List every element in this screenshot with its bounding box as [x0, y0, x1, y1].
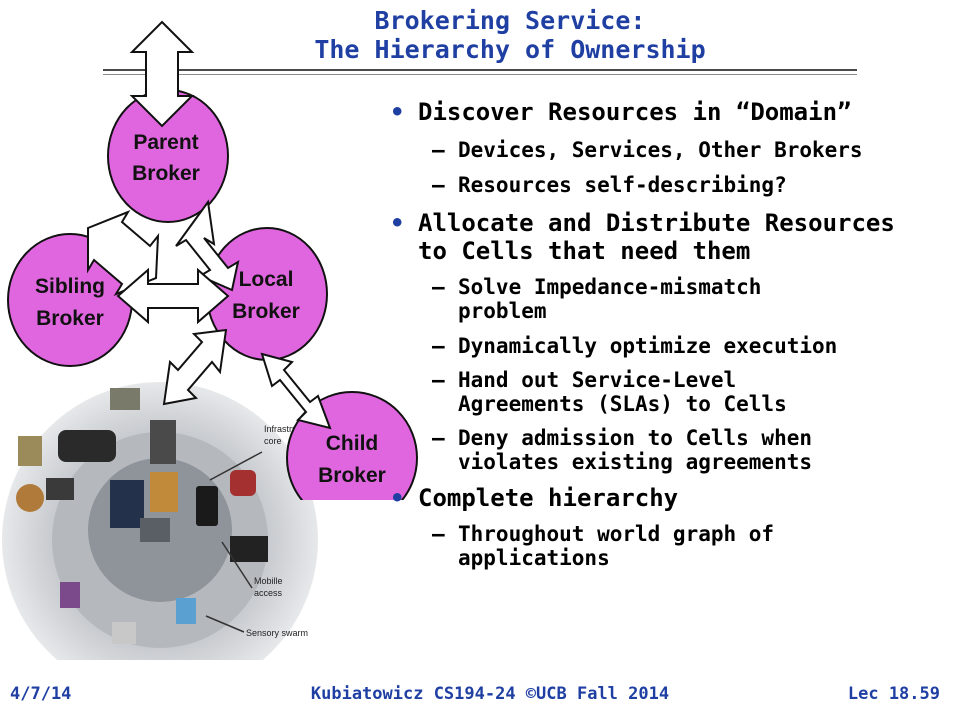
sub-bullet: – Deny admission to Cells when violates … — [432, 426, 813, 474]
footer-date: 4/7/14 — [10, 684, 72, 704]
server-device — [110, 480, 144, 528]
local-label-2: Broker — [232, 300, 300, 323]
footer-course: Kubiatowicz CS194-24 ©UCB Fall 2014 — [310, 684, 670, 704]
photo-label-access: access — [254, 588, 283, 598]
camera-device — [230, 470, 256, 496]
sub-bullet: – Solve Impedance-mismatch problem — [432, 275, 762, 323]
sub-bullet: –Devices, Services, Other Brokers — [432, 138, 863, 162]
bullet-1-text: Discover Resources in “Domain” — [418, 98, 852, 126]
parent-local-arrow — [175, 199, 240, 292]
title-rule — [103, 69, 857, 71]
slide-title: Brokering Service: The Hierarchy of Owne… — [210, 6, 810, 64]
phone-device — [196, 486, 218, 526]
title-line-1: Brokering Service: — [374, 6, 646, 35]
child-label-1: Child — [326, 432, 379, 455]
sub-bullet: – Hand out Service-Level Agreements (SLA… — [432, 368, 787, 416]
badge-device — [60, 582, 80, 608]
title-rule-thin — [103, 74, 857, 75]
sub-bullet: – Dynamically optimize execution — [432, 334, 838, 358]
bullet-2: • Allocate and Distribute Resources to C… — [390, 209, 895, 265]
up-arrow — [129, 20, 195, 128]
storage-device — [150, 472, 178, 512]
photo-label-infra: Infrastru — [264, 424, 297, 434]
sibling-local-arrow — [116, 267, 230, 325]
tag-device — [176, 598, 196, 624]
chip-device — [18, 436, 42, 466]
local-core-arrow — [162, 328, 228, 406]
sub-bullet: – Throughout world graph of applications — [432, 522, 775, 570]
bullet-list: • Discover Resources in “Domain” –Device… — [390, 94, 955, 570]
sibling-label-1: Sibling — [35, 275, 105, 298]
photo-label-mobile: Mobille — [254, 576, 283, 586]
router-device — [150, 420, 176, 464]
mote-device — [112, 622, 136, 644]
board-device — [110, 388, 140, 410]
local-child-arrow — [260, 352, 332, 430]
sensor-device — [46, 478, 74, 500]
footer-lecture: Lec 18.59 — [847, 684, 940, 704]
parent-label-2: Broker — [132, 162, 200, 185]
local-label-1: Local — [239, 268, 294, 291]
monitor-device — [230, 536, 268, 562]
bullet-1: • Discover Resources in “Domain” — [390, 98, 852, 126]
parent-sibling-arrow — [87, 209, 160, 297]
photo-label-swarm: Sensory swarm — [246, 628, 308, 638]
bullet-3: • Complete hierarchy — [390, 484, 679, 512]
disk-device — [140, 518, 170, 542]
broker-diagram: Parent Broker Local Broker Sibling Broke… — [7, 20, 418, 500]
devices-photo: Infrastru core Mobille access Sensory sw… — [2, 382, 318, 660]
photo-label-core: core — [264, 436, 282, 446]
title-line-2: The Hierarchy of Ownership — [314, 35, 706, 64]
coil-device — [16, 484, 44, 512]
sibling-label-2: Broker — [36, 307, 104, 330]
parent-label-1: Parent — [133, 131, 198, 154]
sub-bullet: –Resources self-describing? — [432, 173, 787, 197]
handheld-device — [58, 430, 116, 462]
child-label-2: Broker — [318, 464, 386, 487]
